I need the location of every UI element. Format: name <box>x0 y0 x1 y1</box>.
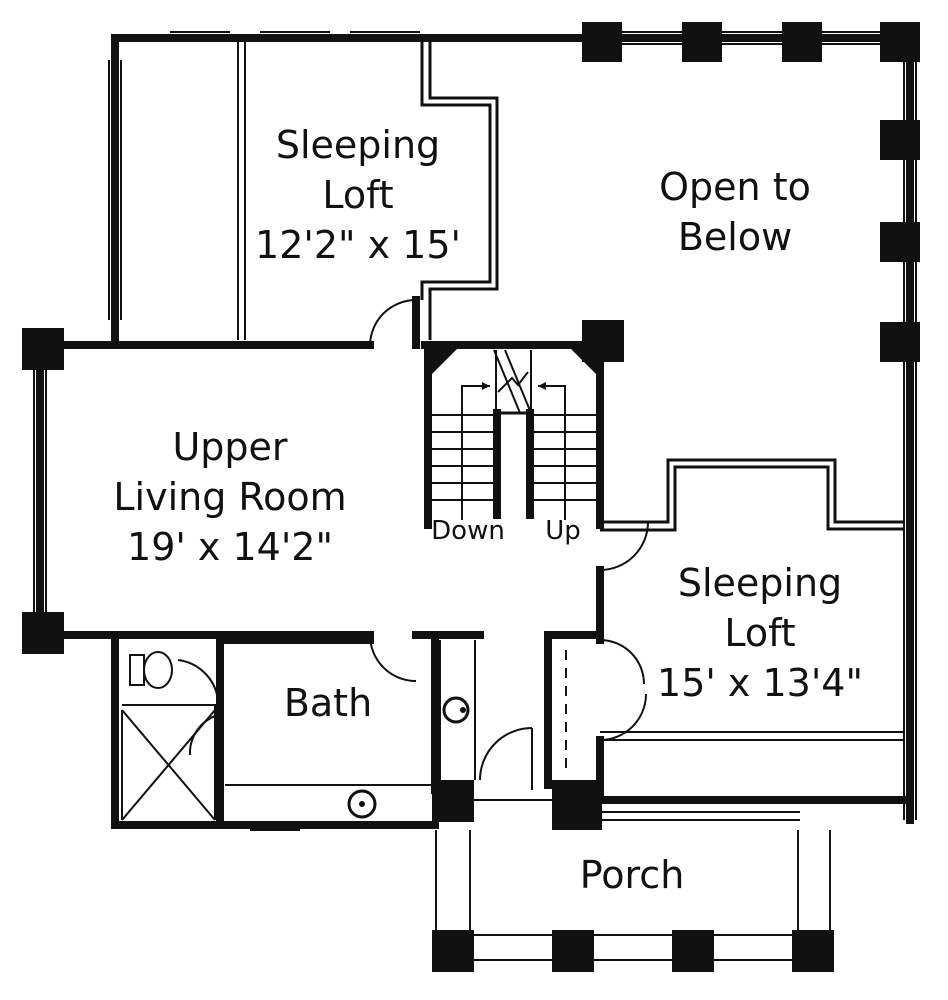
room-size: 15' x 13'4" <box>657 661 863 705</box>
stairs-down-label: Down <box>431 516 505 546</box>
sleeping-loft-2-walls <box>544 458 914 804</box>
bath-walls <box>111 636 533 831</box>
stairs-up-label: Up <box>545 516 581 546</box>
room-size: 12'2" x 15' <box>255 223 461 267</box>
porch-outline <box>435 799 831 961</box>
sleeping-loft-2-label: Sleeping Loft 15' x 13'4" <box>657 558 863 708</box>
living-room-walls <box>33 299 604 682</box>
bath-label: Bath <box>283 681 373 725</box>
room-name: Sleeping <box>677 561 843 605</box>
room-name: Sleeping <box>275 123 441 167</box>
room-name: Upper <box>172 425 288 469</box>
open-to-below-line2: Below <box>677 215 793 259</box>
columns <box>22 22 920 972</box>
sleeping-loft-1-label: Sleeping Loft 12'2" x 15' <box>255 120 461 270</box>
upper-living-room-label: Upper Living Room 19' x 14'2" <box>113 422 346 572</box>
stairs <box>424 344 598 529</box>
room-name-line2: Living Room <box>113 475 347 519</box>
room-name-line2: Loft <box>322 173 394 217</box>
porch-label: Porch <box>579 853 685 897</box>
room-name-line2: Loft <box>724 611 796 655</box>
open-to-below-line1: Open to <box>659 165 811 209</box>
room-size: 19' x 14'2" <box>127 525 333 569</box>
open-to-below-label: Open to Below <box>659 162 811 262</box>
